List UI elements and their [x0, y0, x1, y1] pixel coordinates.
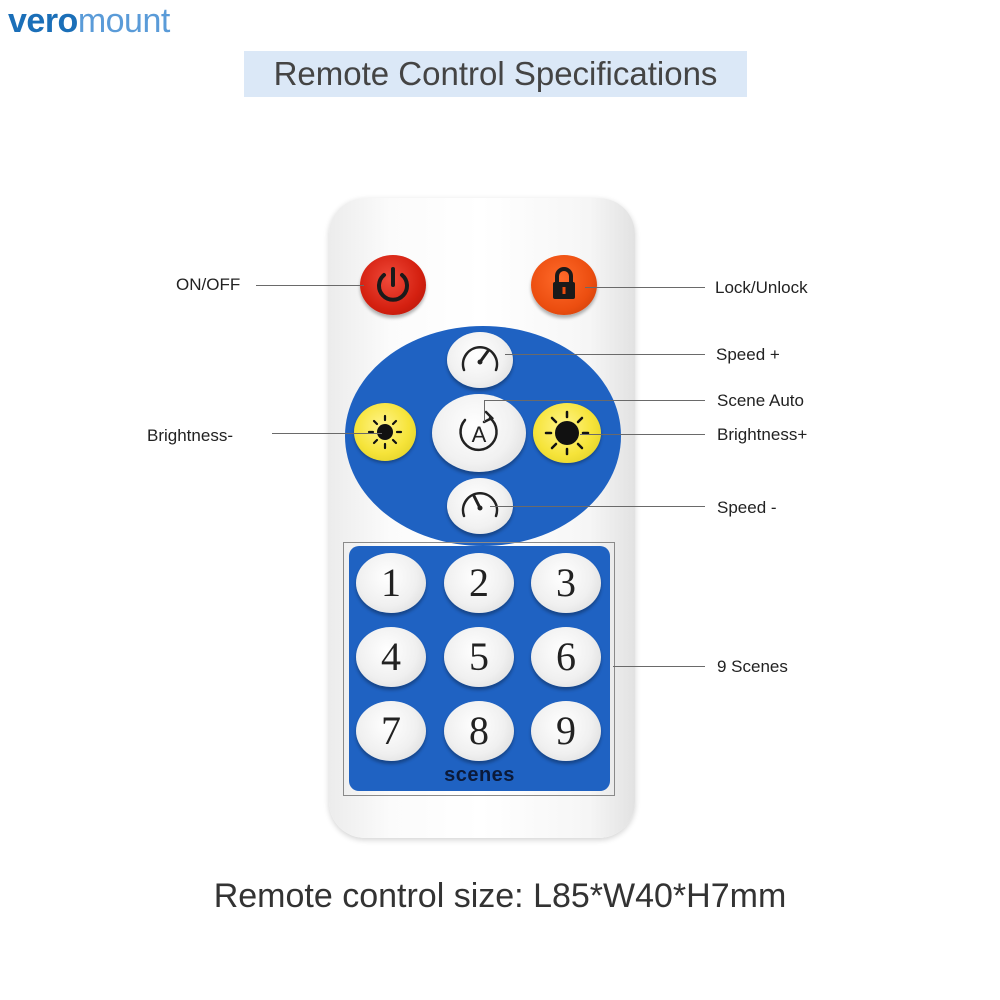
scene-auto-button[interactable]: A [432, 394, 526, 472]
label-speed-plus: Speed + [716, 345, 780, 364]
speed-plus-button[interactable] [447, 332, 513, 388]
label-speed-minus: Speed - [717, 498, 777, 517]
callout-line-scene-auto-drop [484, 400, 485, 422]
callout-line-nine-scenes [613, 666, 705, 667]
power-icon [377, 267, 409, 302]
scene-button-5[interactable]: 5 [444, 627, 514, 687]
scenes-label: scenes [444, 764, 515, 786]
brand-logo-part1: vero [8, 2, 78, 40]
scene-button-9[interactable]: 9 [531, 701, 601, 761]
scene-button-6[interactable]: 6 [531, 627, 601, 687]
label-brightness-plus: Brightness+ [717, 425, 808, 444]
scenes-callout-frame [343, 542, 615, 796]
sun-small-icon [367, 414, 403, 450]
brand-logo: veromount [8, 2, 170, 41]
label-brightness-minus: Brightness- [147, 426, 233, 445]
callout-line-brightness-plus [580, 434, 705, 435]
scene-button-8[interactable]: 8 [444, 701, 514, 761]
scene-button-3[interactable]: 3 [531, 553, 601, 613]
sun-large-icon [544, 410, 590, 456]
label-lock-unlock: Lock/Unlock [715, 278, 808, 297]
callout-line-on-off [256, 285, 364, 286]
speedometer-icon [461, 346, 499, 372]
scene-button-7[interactable]: 7 [356, 701, 426, 761]
callout-line-speed-plus [505, 354, 705, 355]
brightness-plus-button[interactable] [533, 403, 601, 463]
power-button[interactable] [360, 255, 426, 315]
scene-button-4[interactable]: 4 [356, 627, 426, 687]
svg-text:A: A [472, 422, 487, 447]
speedometer-icon [461, 492, 499, 518]
lock-icon [553, 267, 575, 299]
callout-line-lock [585, 287, 705, 288]
brand-logo-part2: mount [77, 2, 171, 40]
label-nine-scenes: 9 Scenes [717, 657, 788, 676]
brightness-minus-button[interactable] [354, 403, 416, 461]
callout-line-scene-auto [484, 400, 705, 401]
page-title: Remote Control Specifications [244, 51, 747, 97]
label-on-off: ON/OFF [176, 275, 241, 294]
callout-line-speed-minus [490, 506, 705, 507]
lock-button[interactable] [531, 255, 597, 315]
callout-line-brightness-minus [272, 433, 382, 434]
scene-button-1[interactable]: 1 [356, 553, 426, 613]
label-scene-auto: Scene Auto [717, 391, 804, 410]
scene-button-2[interactable]: 2 [444, 553, 514, 613]
size-caption: Remote control size: L85*W40*H7mm [213, 877, 787, 915]
auto-cycle-icon: A [459, 410, 498, 452]
